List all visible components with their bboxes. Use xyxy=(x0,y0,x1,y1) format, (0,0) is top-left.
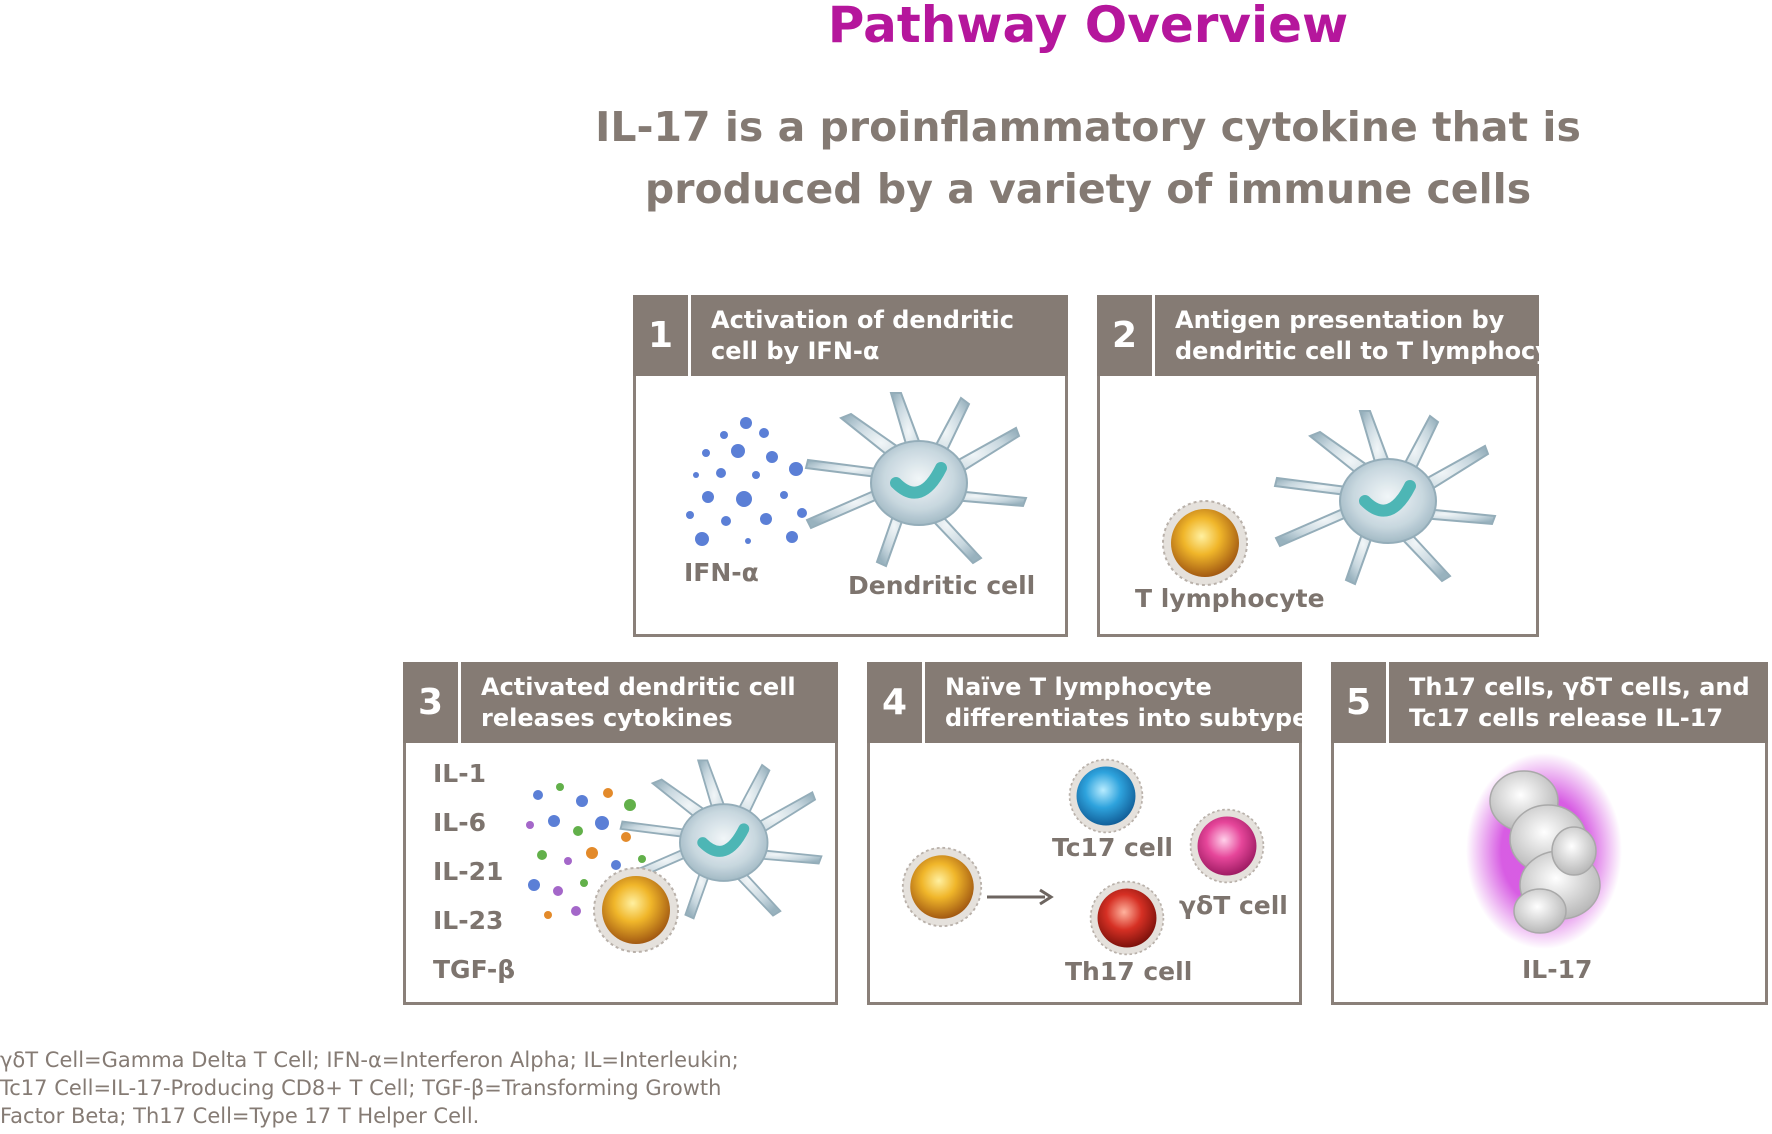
label-tc17-cell: Tc17 cell xyxy=(1052,833,1173,862)
abbreviations-footnote: γδT Cell=Gamma Delta T Cell; IFN-α=Inter… xyxy=(0,1048,739,1128)
panel-4-header: 4 Naïve T lymphocyte differentiates into… xyxy=(867,662,1309,743)
cytokine-particles xyxy=(526,783,646,919)
panel-4: 4 Naïve T lymphocyte differentiates into… xyxy=(867,662,1309,1005)
label-dendritic-cell: Dendritic cell xyxy=(848,571,1036,600)
gamma-delta-t-cell-icon xyxy=(1189,808,1265,884)
label-t-lymphocyte: T lymphocyte xyxy=(1135,584,1325,613)
t-lymphocyte-icon xyxy=(1162,500,1248,586)
label-il-17: IL-17 xyxy=(1522,955,1593,984)
label-il-23: IL-23 xyxy=(433,906,504,935)
panel-2-number: 2 xyxy=(1097,295,1155,376)
panel-3-header: 3 Activated dendritic cell releases cyto… xyxy=(403,662,838,743)
ifn-alpha-particles xyxy=(686,417,807,546)
il-17-protein-icon xyxy=(1466,753,1622,949)
subtitle-line-1: IL-17 is a proinflammatory cytokine that… xyxy=(595,103,1581,151)
label-il-21: IL-21 xyxy=(433,857,504,886)
label-gamma-delta-t-cell: γδT cell xyxy=(1179,891,1288,920)
panel-5-number: 5 xyxy=(1331,662,1389,743)
t-lymphocyte-icon xyxy=(593,867,679,953)
arrow-right-icon xyxy=(987,888,1054,906)
panel-1: 1 Activation of dendritic cell by IFN-α xyxy=(633,295,1068,637)
panel-1-number: 1 xyxy=(633,295,691,376)
page-title: Pathway Overview xyxy=(827,0,1349,54)
label-ifn-alpha: IFN-α xyxy=(684,558,759,587)
label-il-6: IL-6 xyxy=(433,808,487,837)
panel-1-header: 1 Activation of dendritic cell by IFN-α xyxy=(633,295,1068,376)
subtitle-line-2: produced by a variety of immune cells xyxy=(644,165,1532,213)
panel-3-title: Activated dendritic cell releases cytoki… xyxy=(481,673,796,732)
label-th17-cell: Th17 cell xyxy=(1065,957,1193,986)
naive-t-lymphocyte-icon xyxy=(901,846,983,928)
panel-1-title: Activation of dendritic cell by IFN-α xyxy=(711,306,1014,365)
panel-2-title: Antigen presentation by dendritic cell t… xyxy=(1175,306,1579,365)
label-il-1: IL-1 xyxy=(433,759,487,788)
dendritic-cell-icon xyxy=(1273,410,1497,586)
panel-4-title: Naïve T lymphocyte differentiates into s… xyxy=(945,673,1309,732)
panel-3: 3 Activated dendritic cell releases cyto… xyxy=(403,662,838,1005)
tc17-cell-icon xyxy=(1068,758,1144,834)
panel-2-header: 2 Antigen presentation by dendritic cell… xyxy=(1097,295,1579,376)
panel-4-number: 4 xyxy=(867,662,925,743)
panel-3-number: 3 xyxy=(403,662,461,743)
panel-5-title: Th17 cells, γδT cells, and Tc17 cells re… xyxy=(1409,673,1750,732)
label-tgf-beta: TGF-β xyxy=(433,955,516,984)
th17-cell-icon xyxy=(1089,880,1165,956)
panel-5: 5 Th17 cells, γδT cells, and Tc17 cells … xyxy=(1331,662,1768,1005)
page-subtitle: IL-17 is a proinflammatory cytokine that… xyxy=(0,96,1772,220)
panel-5-header: 5 Th17 cells, γδT cells, and Tc17 cells … xyxy=(1331,662,1768,743)
dendritic-cell-icon xyxy=(804,392,1028,568)
panel-2: 2 Antigen presentation by dendritic cell… xyxy=(1097,295,1579,637)
